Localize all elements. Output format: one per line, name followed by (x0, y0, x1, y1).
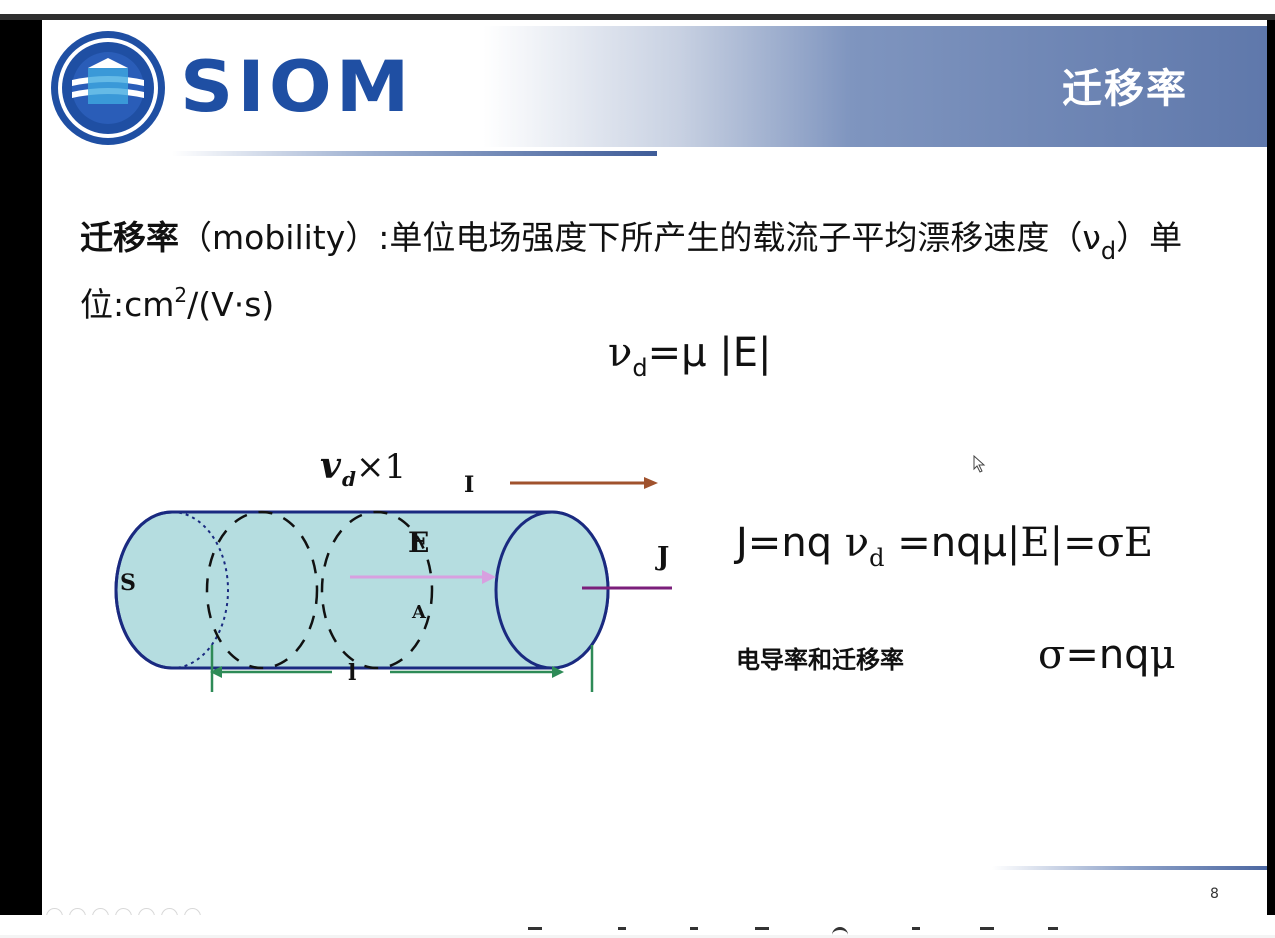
right-black-border (1267, 20, 1275, 915)
slide-controls (46, 908, 201, 915)
diagram-x1-label: ×1 (356, 447, 406, 487)
eq2-d: d (869, 544, 885, 572)
definition-paren: （mobility） (179, 218, 379, 257)
conductor-tube-diagram: v d ×1 I S E A J l (114, 445, 672, 692)
definition-sup: 2 (174, 283, 188, 307)
conductivity-equation: σ=nqμ (1038, 632, 1176, 678)
diagram-s-label: S (120, 570, 136, 596)
mobility-definition: 迁移率（mobility）:单位电场强度下所产生的载流子平均漂移速度（νd）单位… (80, 216, 1240, 327)
taskbar-icon-7[interactable] (980, 927, 994, 938)
conductivity-label: 电导率和迁移率 (736, 646, 904, 674)
definition-unit: /(V·s) (187, 285, 275, 324)
taskbar-icon-6[interactable] (912, 927, 920, 938)
window-top-border (0, 14, 1275, 20)
current-density-equation: J=nq νd =nqμ|E|=σE (736, 520, 1153, 572)
definition-body: :单位电场强度下所产生的载流子平均漂移速度（ (378, 218, 1083, 257)
diagram-length-label: l (348, 660, 356, 686)
diagram-e-label: E (408, 526, 429, 559)
page-number: 8 (1210, 886, 1219, 902)
definition-v: ν (1082, 218, 1101, 257)
eq3-mu: μ (1149, 632, 1176, 678)
eq3-sigma: σ (1038, 632, 1066, 678)
footer-line (992, 866, 1267, 870)
taskbar-icon-8[interactable] (1048, 927, 1058, 938)
definition-after: ）单位:cm (80, 218, 1183, 324)
control-pen-icon[interactable] (92, 908, 109, 915)
header-underline (172, 151, 657, 156)
eq2-v: ν (844, 520, 870, 566)
taskbar-icon-5[interactable] (832, 927, 848, 938)
eq2-pre: J=nq (736, 520, 845, 566)
control-zoom-icon[interactable] (138, 908, 155, 915)
control-next-icon[interactable] (69, 908, 86, 915)
drift-velocity-equation: νd=μ |E| (608, 330, 771, 382)
siom-logo-text: SIOM (180, 46, 414, 128)
taskbar-icon-2[interactable] (618, 927, 626, 938)
left-black-border (0, 20, 42, 915)
eq2-mid: =nqμ (884, 520, 1007, 566)
eq3-eq: =nq (1065, 632, 1150, 678)
taskbar-strip (0, 915, 1275, 935)
eq2-post: =σE (1063, 520, 1154, 566)
definition-term: 迁移率 (80, 218, 179, 257)
slide-title: 迁移率 (1062, 66, 1188, 112)
taskbar-icon-3[interactable] (690, 927, 698, 938)
eq2-abs-e: |E| (1006, 520, 1064, 566)
diagram-current-label: I (464, 472, 474, 498)
slide: SIOM 迁移率 迁移率（mobility）:单位电场强度下所产生的载流子平均漂… (42, 20, 1267, 915)
diagram-j-label: J (655, 542, 669, 572)
control-prev-icon[interactable] (46, 908, 63, 915)
header-banner (42, 26, 1267, 147)
diagram-d-label: d (342, 467, 356, 491)
taskbar-icon-1[interactable] (528, 927, 542, 938)
taskbar-icon-4[interactable] (755, 927, 769, 938)
definition-d: d (1100, 237, 1117, 265)
eq1-rest: =μ |E| (647, 330, 772, 376)
mouse-cursor-icon (973, 455, 986, 473)
window-top-bar (0, 0, 1275, 14)
eq1-d: d (632, 354, 648, 382)
control-subtitles-icon[interactable] (161, 908, 178, 915)
diagram-a-label: A (411, 602, 427, 623)
siom-seal-icon (51, 31, 165, 145)
eq1-v: ν (608, 330, 633, 376)
diagram-v-label: v (320, 445, 342, 487)
control-more-icon[interactable] (184, 908, 201, 915)
control-slides-icon[interactable] (115, 908, 132, 915)
